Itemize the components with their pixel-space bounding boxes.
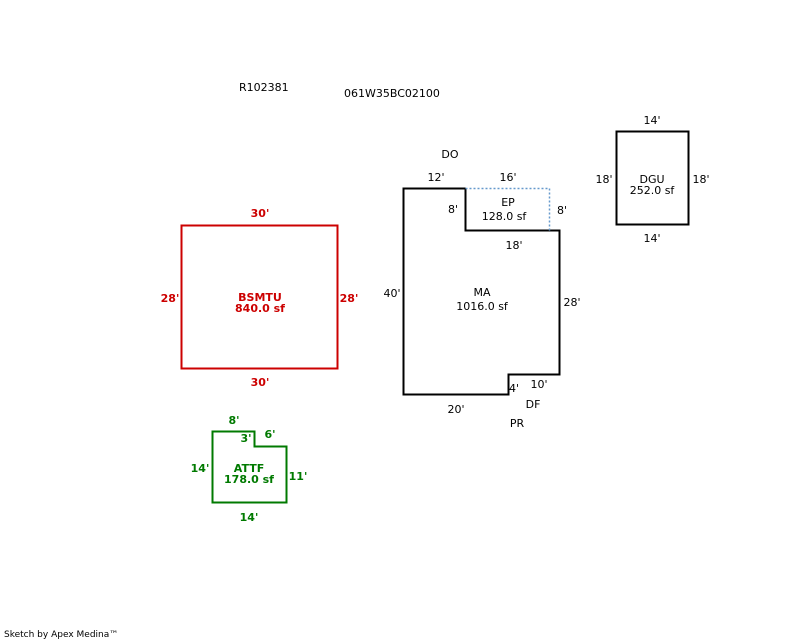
ep-name: EP [501, 196, 515, 209]
dgu-dim-top: 14' [643, 114, 660, 127]
attf-dim-notch-left: 3' [240, 432, 251, 445]
attf-name: ATTF [234, 462, 264, 475]
ep-dim-right: 8' [557, 204, 567, 217]
attf-outline [211, 430, 288, 504]
annotation-df: DF [526, 398, 541, 411]
bsmtu-name: BSMTU [238, 291, 282, 304]
dgu-dim-left: 18' [595, 173, 612, 186]
dgu-outline [615, 130, 690, 226]
ep-outline [465, 187, 551, 231]
attf-dim-top: 8' [228, 414, 239, 427]
dgu-name: DGU [639, 173, 664, 186]
ep-area: 16' 8' EP 128.0 sf [465, 171, 567, 231]
ma-dim-bottom: 20' [447, 403, 464, 416]
parcel-id: R102381 [239, 81, 289, 94]
attf-dim-right: 11' [289, 470, 308, 483]
dgu-dim-bottom: 14' [643, 232, 660, 245]
ma-dim-top-left: 12' [427, 171, 444, 184]
annotation-do: DO [441, 148, 458, 161]
ep-area-value: 128.0 sf [482, 210, 528, 223]
bsmtu-dim-right: 28' [340, 292, 359, 305]
ma-dim-inner-top: 18' [505, 239, 522, 252]
ma-area-value: 1016.0 sf [456, 300, 509, 313]
bsmtu-outline [180, 224, 339, 370]
footer-credit: Sketch by Apex Medina™ [4, 630, 118, 640]
ma-outline [402, 187, 561, 396]
map-number: 061W35BC02100 [344, 87, 440, 100]
attf-dim-bottom: 14' [240, 511, 259, 524]
dgu-area: 14' 14' 18' 18' DGU 252.0 sf [595, 114, 709, 245]
dgu-dim-right: 18' [692, 173, 709, 186]
dgu-area-value: 252.0 sf [630, 184, 676, 197]
bsmtu-dim-bottom: 30' [251, 376, 270, 389]
attf-area: 8' 3' 6' 14' 11' 14' ATTF 178.0 sf [191, 414, 308, 524]
ep-dim-top: 16' [499, 171, 516, 184]
attf-dim-notch-top: 6' [264, 428, 275, 441]
attf-dim-left: 14' [191, 462, 210, 475]
attf-area-value: 178.0 sf [224, 473, 274, 486]
ma-dim-left: 40' [383, 287, 400, 300]
ma-dim-inner-left: 8' [448, 203, 458, 216]
bsmtu-dim-top: 30' [251, 207, 270, 220]
ma-name: MA [473, 286, 490, 299]
ma-dim-right: 28' [563, 296, 580, 309]
annotation-pr: PR [510, 417, 525, 430]
ma-dim-step-horizontal: 10' [530, 378, 547, 391]
ma-area: 12' 8' 18' 40' 28' 20' 4' 10' MA 1016.0 … [383, 171, 580, 416]
bsmtu-area-value: 840.0 sf [235, 302, 285, 315]
bsmtu-dim-left: 28' [161, 292, 180, 305]
ma-dim-step-vertical: 4' [509, 382, 519, 395]
bsmtu-area: 30' 30' 28' 28' BSMTU 840.0 sf [161, 207, 359, 389]
